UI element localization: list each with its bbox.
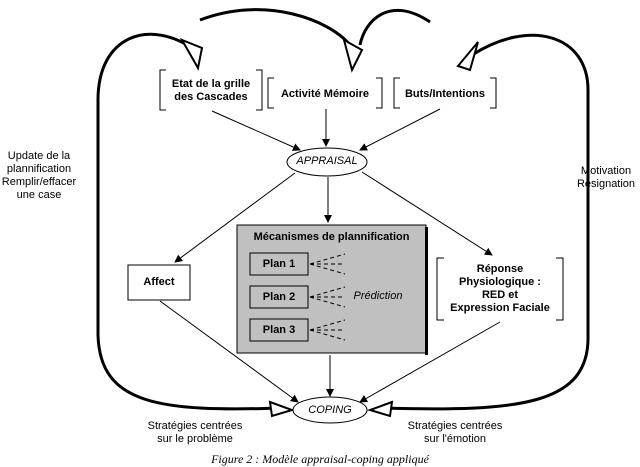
arrowhead-buts xyxy=(456,41,479,72)
arrow-appraisal-affect xyxy=(174,172,296,263)
node-etat: Etat de la grille des Cascades xyxy=(171,78,251,103)
node-appraisal: APPRAISAL xyxy=(296,155,358,167)
box-buts xyxy=(393,77,497,109)
loop-arrowheads xyxy=(179,37,479,418)
plan1-box xyxy=(249,252,309,276)
appraisal-arrows xyxy=(174,171,493,263)
node-plan1: Plan 1 xyxy=(262,257,296,270)
plan-boxes xyxy=(249,252,309,342)
label-strategies-probleme: Stratégies centrées sur le problème xyxy=(147,420,243,445)
coping-ellipse xyxy=(292,396,368,424)
label-strategies-emotion: Stratégies centrées sur l'émotion xyxy=(407,420,503,445)
node-coping: COPING xyxy=(308,404,352,416)
arrowhead-activite xyxy=(342,37,364,73)
affect-box xyxy=(127,264,191,301)
loop-top-arc xyxy=(199,8,352,46)
box-etat xyxy=(159,69,263,111)
input-boxes xyxy=(159,69,497,111)
label-update: Update de la plannification Remplir/effa… xyxy=(1,150,77,201)
arrowhead-etat xyxy=(179,38,204,71)
arrow-appraisal-reponse xyxy=(361,171,493,256)
arrow-etat-appraisal xyxy=(211,110,301,151)
mecanismes-panel-shadow xyxy=(425,227,428,355)
node-affect: Affect xyxy=(143,276,175,288)
node-buts: Buts/Intentions xyxy=(404,87,486,100)
input-arrows xyxy=(211,108,441,151)
figure-caption: Figure 2 : Modèle appraisal-coping appli… xyxy=(211,452,429,466)
mecanismes-title: Mécanismes de plannification xyxy=(253,231,410,243)
plan2-box xyxy=(249,285,309,309)
arrow-reponse-coping xyxy=(359,321,501,403)
box-activite xyxy=(267,77,383,109)
label-motivation: Motivation Résignation xyxy=(576,165,636,190)
node-plan3: Plan 3 xyxy=(262,323,296,336)
loop-right-arc xyxy=(381,33,590,411)
node-plan2: Plan 2 xyxy=(262,290,296,303)
prediction-label: Prédiction xyxy=(353,290,403,302)
node-reponse: Réponse Physiologique : RED et Expressio… xyxy=(450,263,550,314)
reponse-box xyxy=(436,257,564,321)
arrowhead-coping-right xyxy=(366,400,394,418)
arrowhead-coping-left xyxy=(268,400,296,418)
coping-arrows xyxy=(159,300,501,403)
node-activite: Activité Mémoire xyxy=(280,87,370,100)
arrow-affect-coping xyxy=(159,300,299,403)
arrow-buts-appraisal xyxy=(359,108,441,151)
loop-top-right-arc xyxy=(358,8,431,46)
loop-left-arc xyxy=(96,32,283,411)
prediction-fans xyxy=(309,253,346,341)
plan3-box xyxy=(249,318,309,342)
feedback-loops xyxy=(96,8,590,411)
appraisal-ellipse xyxy=(286,147,368,177)
